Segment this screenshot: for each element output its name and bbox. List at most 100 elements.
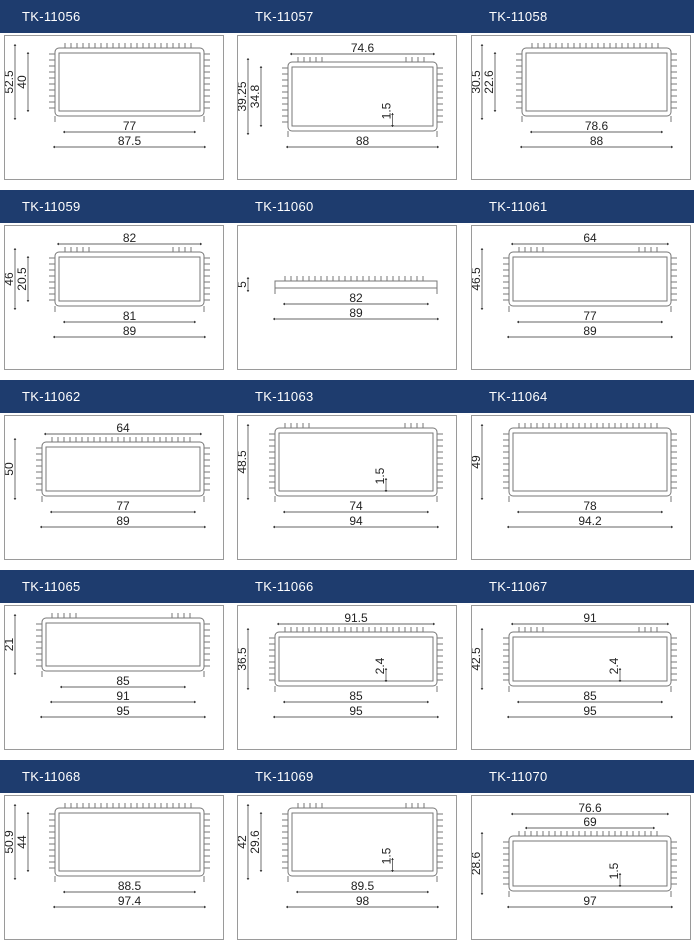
profile-code: TK-11063: [255, 389, 314, 404]
height-dimension: 29.6: [248, 830, 262, 854]
height-dimension: 50.9: [5, 830, 16, 854]
width-dimension: 89.5: [351, 879, 375, 893]
wall-thickness-dimension: 1.5: [373, 467, 387, 484]
width-dimension: 95: [349, 704, 363, 718]
profile-outline: [503, 423, 677, 502]
profile-outline: [282, 803, 443, 882]
profile-outline: [49, 247, 210, 312]
profile-outline: [503, 627, 677, 692]
width-dimension: 95: [583, 704, 597, 718]
wall-thickness-dimension: 1.5: [380, 102, 394, 119]
height-dimension: 52.5: [5, 70, 16, 94]
header-band: [0, 380, 694, 413]
profile-drawing: 82895: [237, 225, 457, 370]
profile-code: TK-11056: [22, 9, 81, 24]
top-dimension: 91.5: [344, 611, 368, 625]
profile-code: TK-11059: [22, 199, 81, 214]
profile-code: TK-11062: [22, 389, 81, 404]
height-dimension: 44: [15, 835, 29, 849]
height-dimension: 28.6: [472, 851, 483, 875]
width-dimension: 87.5: [118, 134, 142, 148]
profile-outline: [274, 276, 438, 294]
height-dimension: 48.5: [238, 450, 249, 474]
width-dimension: 85: [349, 689, 363, 703]
width-dimension: 91: [116, 689, 130, 703]
profile-outline: [516, 43, 677, 122]
top-dimension: 82: [123, 231, 137, 245]
top-dimension: 64: [583, 231, 597, 245]
width-dimension: 78: [583, 499, 597, 513]
profile-code: TK-11065: [22, 579, 81, 594]
width-dimension: 77: [123, 119, 137, 133]
profile-outline: [49, 803, 210, 882]
height-dimension: 46: [5, 272, 16, 286]
header-band: [0, 0, 694, 33]
top-dimension: 76.6: [578, 801, 602, 815]
profile-code: TK-11070: [489, 769, 548, 784]
height-dimension: 30.5: [472, 70, 483, 94]
top-dimension: 69: [583, 815, 597, 829]
profile-code: TK-11068: [22, 769, 81, 784]
profile-code: TK-11064: [489, 389, 548, 404]
height-dimension: 39.25: [238, 81, 249, 111]
height-dimension: 42: [238, 835, 249, 849]
width-dimension: 74: [349, 499, 363, 513]
profile-code: TK-11069: [255, 769, 314, 784]
width-dimension: 81: [123, 309, 137, 323]
profile-outline: [503, 831, 677, 897]
height-dimension: 42.5: [472, 647, 483, 671]
height-dimension: 36.5: [238, 647, 249, 671]
profile-outline: [269, 423, 443, 502]
profile-card: TK-1106082895: [233, 190, 461, 375]
width-dimension: 89: [349, 306, 363, 320]
width-dimension: 89: [583, 324, 597, 338]
width-dimension: 88: [590, 134, 604, 148]
header-band: [0, 760, 694, 793]
width-dimension: 78.6: [585, 119, 609, 133]
header-band: [0, 190, 694, 223]
profile-outline: [36, 613, 210, 677]
top-dimension: 64: [116, 421, 130, 435]
height-dimension: 50: [5, 462, 16, 476]
profile-outline: [269, 627, 443, 692]
profile-outline: [49, 43, 210, 122]
profile-code: TK-11066: [255, 579, 314, 594]
height-dimension: 5: [238, 281, 249, 288]
width-dimension: 97: [583, 894, 597, 908]
height-dimension: 49: [472, 455, 483, 469]
width-dimension: 89: [116, 514, 130, 528]
profile-code: TK-11067: [489, 579, 548, 594]
height-dimension: 22.6: [482, 70, 496, 94]
width-dimension: 97.4: [118, 894, 142, 908]
profile-code: TK-11057: [255, 9, 314, 24]
wall-thickness-dimension: 2.4: [373, 657, 387, 674]
header-band: [0, 570, 694, 603]
height-dimension: 34.8: [248, 84, 262, 108]
width-dimension: 89: [123, 324, 137, 338]
